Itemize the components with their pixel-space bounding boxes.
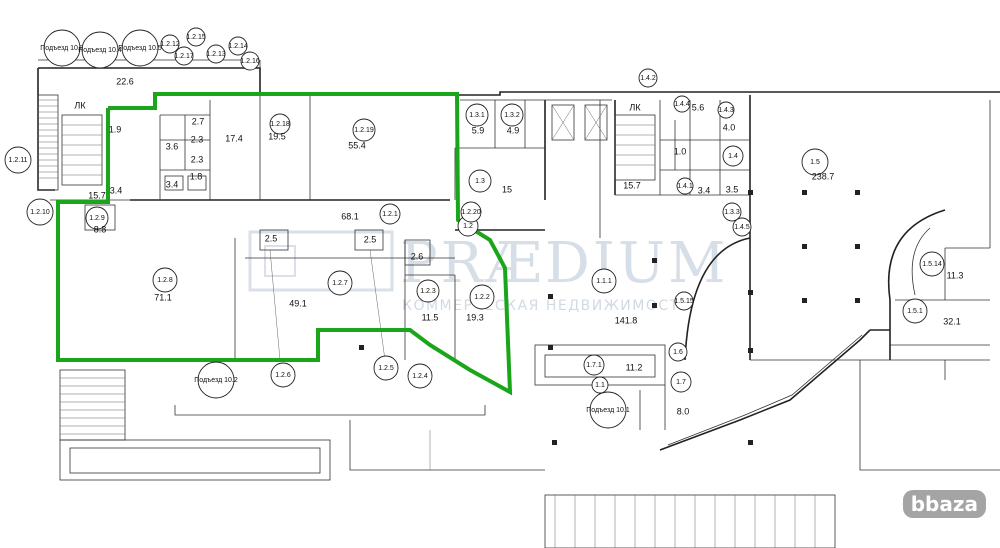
area-value: 17.4	[225, 133, 243, 143]
area-value: 5.6	[692, 102, 705, 112]
room-tag: 1.2.15	[186, 34, 206, 41]
room-tag: 1.6	[673, 349, 683, 356]
room-tag: 1.2.19	[354, 127, 374, 134]
room-tag: 1.7	[676, 379, 686, 386]
area-value: 3.4	[110, 185, 123, 195]
entrance-labels: Подъезд 10.3 Подъезд 10.4 Подъезд 10.5 П…	[40, 29, 630, 429]
room-tag: 1.4	[728, 153, 738, 160]
area-value: 3.4	[698, 185, 711, 195]
room-tag: 1.2.6	[275, 372, 291, 379]
room-tag: 1.4.5	[734, 224, 750, 231]
area-value: 2.5	[364, 234, 377, 244]
room-tag: 1.2.5	[378, 365, 394, 372]
room-tag: 1.2.1	[382, 211, 398, 218]
room-tag: 1.2.8	[157, 277, 173, 284]
area-value: 2.3	[191, 154, 204, 164]
entrance-10-2: Подъезд 10.2	[194, 377, 238, 384]
area-value: 4.0	[723, 122, 736, 132]
area-value: 11.3	[947, 270, 964, 280]
entrance-10-3: Подъезд 10.3	[40, 45, 84, 52]
area-value: 141.8	[615, 315, 638, 325]
area-value: 19.3	[466, 312, 484, 322]
watermark-tagline: КОММЕРЧЕСКАЯ НЕДВИЖИМОСТЬ	[402, 298, 691, 314]
area-value: 68.1	[341, 211, 359, 221]
room-tag: 1.4.4	[674, 101, 690, 108]
area-value: 238.7	[812, 171, 835, 181]
area-value: 2.6	[411, 251, 424, 261]
room-tag: 1.2.2	[474, 294, 490, 301]
entrance-10-5: Подъезд 10.5	[118, 45, 162, 52]
entrance-10-4: Подъезд 10.4	[78, 47, 122, 54]
area-values: 22.6 17.4 19.5 55.4 68.1 71.1 49.1 19.3 …	[88, 76, 963, 416]
room-tags: 1.1 1.2 1.2.1 1.2.2 1.2.3 1.2.4 1.2.5 1.…	[4, 27, 945, 394]
room-tag: 1.4.2	[640, 75, 656, 82]
room-tag: 1.5	[810, 159, 820, 166]
area-value: 55.4	[348, 140, 366, 150]
room-tag: 1.5.14	[922, 261, 942, 268]
area-value: 49.1	[289, 298, 307, 308]
area-value: 15.7	[88, 190, 106, 200]
room-tag: 1.4.1	[677, 183, 693, 190]
stair-label-right: ЛК	[629, 102, 641, 112]
area-value: 32.1	[943, 316, 961, 326]
room-tag: 1.2.9	[89, 215, 105, 222]
watermark-brand: PRÆDIUM	[400, 231, 728, 296]
room-tag: 1.2.7	[332, 280, 348, 287]
area-value: 2.3	[191, 134, 204, 144]
staircase-right: ЛК	[614, 102, 656, 181]
area-value: 2.5	[265, 233, 278, 243]
room-tag: 1.1.1	[596, 278, 612, 285]
stair-label-left: ЛК	[74, 100, 86, 110]
area-value: 1.0	[674, 146, 687, 156]
area-value: 1.9	[109, 124, 122, 134]
area-value: 4.9	[507, 125, 520, 135]
room-tag: 1.2.10	[30, 209, 50, 216]
exterior-stairs	[59, 360, 1000, 548]
room-tag: 1.3.1	[469, 112, 485, 119]
area-value: 19.5	[268, 131, 286, 141]
staircase-left: ЛК	[37, 94, 103, 191]
interior-walls	[50, 95, 946, 451]
area-value: 3.5	[726, 184, 739, 194]
room-tag: 1.3.3	[724, 209, 740, 216]
room-tag: 1.2.18	[270, 121, 290, 128]
structural-columns	[359, 190, 860, 445]
area-value: 71.1	[154, 292, 172, 302]
room-tag: 1.7.1	[586, 362, 602, 369]
area-value: 3.6	[166, 141, 179, 151]
highlighted-premises	[56, 92, 513, 396]
room-tag: 1.2.3	[420, 288, 436, 295]
room-tag: 1.4.3	[718, 107, 734, 114]
room-tag: 1.2	[463, 223, 473, 230]
area-value: 3.4	[166, 179, 179, 189]
room-tag: 1.2.12	[160, 41, 180, 48]
room-tag: 1.5.1	[907, 308, 923, 315]
room-tag: 1.2.11	[9, 157, 28, 164]
area-value: 15	[502, 184, 512, 194]
area-value: 5.9	[472, 125, 485, 135]
area-value: 22.6	[116, 76, 134, 86]
area-value: 2.7	[192, 116, 205, 126]
room-tag: 1.2.17	[174, 53, 194, 60]
area-value: 1.8	[190, 171, 203, 181]
room-tag: 1.5.15	[674, 298, 694, 305]
entrance-10-1: Подъезд 10.1	[586, 407, 630, 414]
area-value: 11.5	[422, 312, 439, 322]
room-tag: 1.2.14	[228, 43, 248, 50]
room-tag: 1.3	[475, 178, 485, 185]
room-tag: 1.2.13	[206, 51, 226, 58]
site-badge: bbaza	[902, 490, 986, 518]
room-tag: 1.1	[595, 382, 605, 389]
room-tag: 1.2.20	[461, 209, 481, 216]
room-tag: 1.3.2	[504, 112, 520, 119]
room-tag: 1.2.4	[412, 373, 428, 380]
area-value: 8.0	[677, 406, 690, 416]
area-value: 8.8	[94, 224, 107, 234]
area-value: 11.2	[626, 362, 643, 372]
area-value: 15.7	[623, 180, 641, 190]
elevators	[551, 104, 608, 141]
room-tag: 1.2.16	[240, 58, 260, 65]
